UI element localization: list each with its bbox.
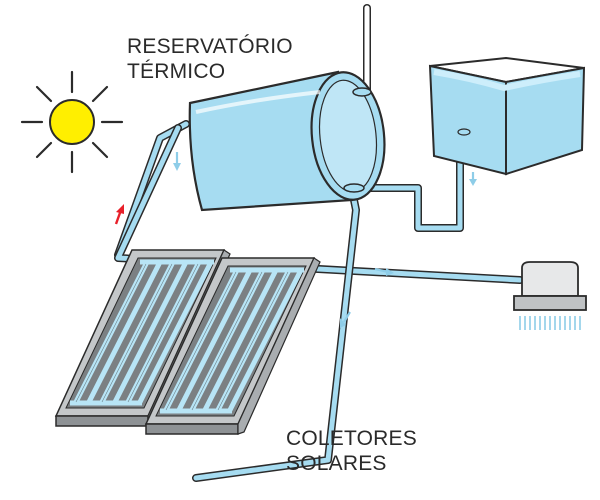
hot-flow-arrow	[114, 204, 124, 225]
shower-head	[513, 261, 587, 330]
thermal-reservoir-label: RESERVATÓRIO TÉRMICO	[127, 34, 293, 84]
sun-icon	[20, 70, 124, 174]
thermal-tank	[188, 70, 386, 212]
label-line: COLETORES	[286, 427, 417, 450]
label-line: RESERVATÓRIO	[127, 35, 293, 58]
cold-water-tank	[428, 56, 586, 176]
solar-collectors-label: COLETORES SOLARES	[286, 426, 417, 476]
label-line: TÉRMICO	[127, 60, 226, 83]
label-line: SOLARES	[286, 452, 387, 475]
pipe-network	[114, 4, 524, 482]
flow-arrow	[173, 152, 477, 328]
